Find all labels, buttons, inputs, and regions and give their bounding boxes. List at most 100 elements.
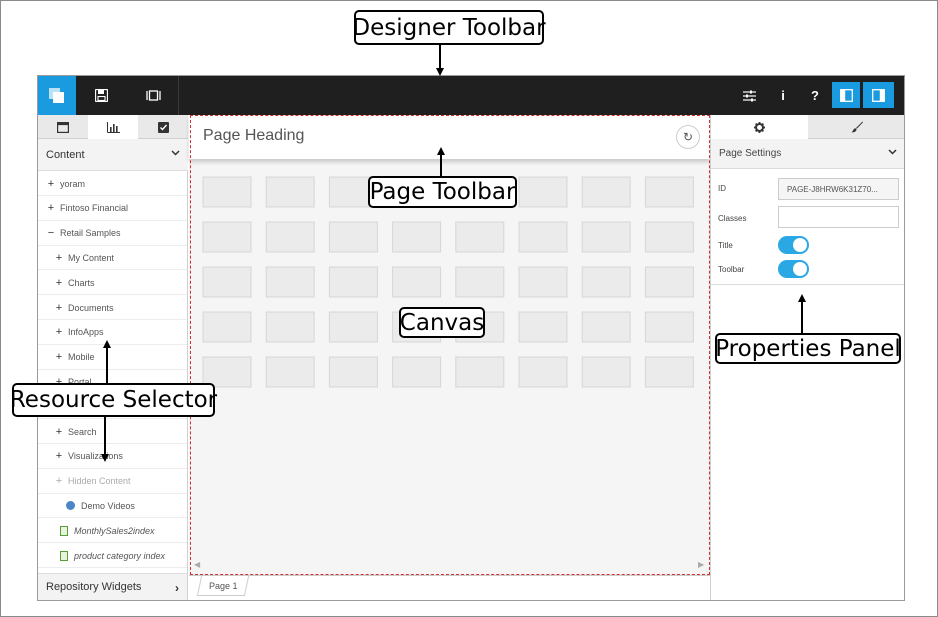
expand-icon[interactable]: + — [55, 450, 63, 463]
grid-cell[interactable] — [581, 221, 631, 253]
tree-item[interactable]: MonthlySales2index — [38, 519, 187, 544]
repository-widgets-header[interactable]: Repository Widgets › — [38, 573, 187, 600]
grid-cell[interactable] — [392, 356, 442, 388]
grid-cell[interactable] — [518, 266, 568, 298]
grid-cell[interactable] — [265, 221, 315, 253]
expand-icon[interactable]: + — [55, 326, 63, 339]
grid-cell[interactable] — [265, 311, 315, 343]
content-section-header[interactable]: Content — [38, 139, 188, 171]
id-field[interactable]: PAGE-J8HRW6K31Z70... — [778, 178, 899, 200]
grid-cell[interactable] — [644, 266, 694, 298]
grid-cell[interactable] — [202, 176, 252, 208]
tree-item[interactable]: +Visualizations — [38, 445, 187, 469]
grid-cell[interactable] — [581, 356, 631, 388]
grid-cell[interactable] — [455, 221, 505, 253]
tree-item[interactable]: −Retail Samples — [38, 222, 187, 246]
grid-cell[interactable] — [644, 311, 694, 343]
tab-style[interactable] — [808, 115, 904, 139]
page-settings-header[interactable]: Page Settings — [711, 139, 904, 169]
tree-item-label: Documents — [68, 302, 114, 313]
tree-item[interactable]: +Charts — [38, 271, 187, 296]
tree-item[interactable]: +Fintoso Financial — [38, 197, 187, 221]
layers-icon — [49, 87, 64, 103]
logo-button[interactable] — [38, 76, 76, 115]
scroll-right-icon[interactable]: ▶ — [698, 560, 705, 569]
toggle-right-panel-button[interactable] — [863, 82, 894, 108]
grid-cell[interactable] — [328, 356, 378, 388]
grid-cell[interactable] — [581, 176, 631, 208]
chevron-down-icon — [171, 150, 180, 156]
canvas-grid — [202, 176, 694, 388]
tab-widgets[interactable] — [138, 115, 188, 139]
page-heading[interactable]: Page Heading — [203, 127, 305, 144]
tab-pages[interactable] — [38, 115, 88, 139]
grid-cell[interactable] — [518, 176, 568, 208]
grid-cell[interactable] — [581, 311, 631, 343]
grid-cell[interactable] — [581, 266, 631, 298]
info-button[interactable]: i — [781, 88, 785, 103]
grid-cell[interactable] — [328, 266, 378, 298]
grid-cell[interactable] — [202, 266, 252, 298]
grid-cell[interactable] — [644, 356, 694, 388]
scroll-left-icon[interactable]: ◀ — [194, 560, 201, 569]
grid-cell[interactable] — [392, 266, 442, 298]
save-button[interactable] — [82, 76, 120, 115]
expand-icon[interactable]: + — [55, 351, 63, 364]
tree-item[interactable]: +Search — [38, 420, 187, 444]
callout-page-toolbar: Page Toolbar — [368, 176, 517, 208]
expand-icon[interactable]: + — [55, 276, 63, 289]
tree-item[interactable]: +InfoApps — [38, 321, 187, 345]
classes-input[interactable] — [778, 206, 899, 228]
title-toggle[interactable] — [778, 236, 809, 254]
classes-label: Classes — [718, 214, 747, 223]
grid-cell[interactable] — [644, 221, 694, 253]
tree-item[interactable]: +yoram — [38, 172, 187, 196]
grid-cell[interactable] — [265, 266, 315, 298]
tree-item[interactable]: Demo Videos — [38, 494, 187, 519]
grid-cell[interactable] — [328, 221, 378, 253]
gear-icon — [754, 121, 765, 133]
grid-cell[interactable] — [328, 311, 378, 343]
tree-item[interactable]: +My Content — [38, 246, 187, 271]
tab-content[interactable] — [88, 115, 138, 139]
grid-cell[interactable] — [202, 356, 252, 388]
grid-cell[interactable] — [518, 221, 568, 253]
expand-icon[interactable]: + — [55, 475, 63, 488]
expand-icon[interactable]: + — [55, 301, 63, 314]
tree-item[interactable]: +Hidden Content — [38, 470, 187, 494]
grid-cell[interactable] — [455, 266, 505, 298]
chevron-down-icon — [888, 149, 897, 155]
toolbar-toggle[interactable] — [778, 260, 809, 278]
grid-cell[interactable] — [644, 176, 694, 208]
refresh-button[interactable]: ↻ — [676, 125, 700, 149]
tree-item[interactable]: +Mobile — [38, 346, 187, 370]
expand-icon[interactable]: + — [47, 202, 55, 215]
document-icon — [60, 550, 68, 561]
checkbox-icon — [157, 121, 169, 133]
grid-cell[interactable] — [392, 221, 442, 253]
expand-icon[interactable]: + — [55, 375, 63, 388]
tree-item-label: Retail Samples — [60, 228, 121, 239]
grid-cell[interactable] — [455, 356, 505, 388]
expand-icon[interactable]: + — [55, 251, 63, 264]
grid-cell[interactable] — [202, 311, 252, 343]
sliders-icon — [742, 90, 756, 101]
tab-settings[interactable] — [711, 115, 808, 139]
settings-sliders-button[interactable] — [735, 76, 763, 115]
callout-canvas: Canvas — [399, 307, 485, 338]
grid-cell[interactable] — [265, 176, 315, 208]
grid-cell[interactable] — [202, 221, 252, 253]
collapse-icon[interactable]: − — [47, 227, 55, 240]
grid-cell[interactable] — [518, 311, 568, 343]
toggle-left-panel-button[interactable] — [832, 82, 860, 108]
tree-item[interactable]: product category index — [38, 544, 187, 568]
view-mode-button[interactable] — [134, 76, 172, 115]
help-button[interactable]: ? — [811, 88, 819, 103]
document-icon — [60, 525, 68, 536]
expand-icon[interactable]: + — [47, 177, 55, 190]
expand-icon[interactable]: + — [55, 425, 63, 438]
tree-item[interactable]: + Documents — [38, 296, 187, 320]
grid-cell[interactable] — [518, 356, 568, 388]
grid-cell[interactable] — [265, 356, 315, 388]
